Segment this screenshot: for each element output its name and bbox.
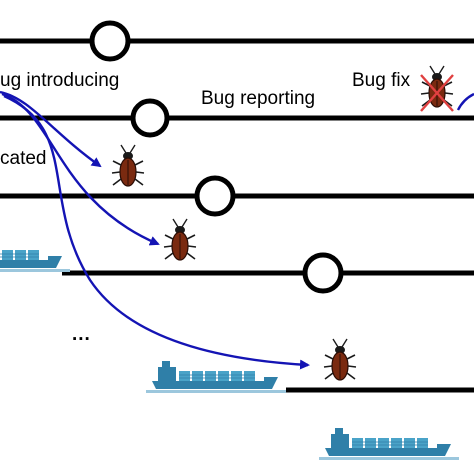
bug-reporting-label: Bug reporting	[201, 88, 315, 109]
milestone-circle-icon	[302, 252, 344, 294]
ship-icon	[318, 427, 460, 461]
milestone-circle-icon	[89, 20, 131, 62]
milestones	[89, 20, 344, 294]
timelines	[0, 38, 474, 393]
bug-introducing-label: ug introducing	[0, 70, 119, 91]
top-fragment-label: l	[0, 6, 1, 27]
located-label: cated	[0, 148, 46, 169]
ellipsis-label: ...	[72, 324, 91, 345]
ship-icon	[0, 239, 71, 273]
arrow-to-bug-3	[3, 94, 310, 370]
cross-icon	[420, 74, 454, 112]
bug-icon	[163, 218, 197, 261]
bug-fix-label: Bug fix	[352, 70, 411, 91]
propagation-arrows	[0, 90, 474, 370]
arrow-bug-fix	[456, 92, 474, 111]
ship-icon	[145, 360, 287, 394]
arrow-to-bug-1	[0, 90, 102, 168]
bug-icon	[323, 338, 357, 381]
bug-icon	[111, 144, 145, 187]
milestone-circle-icon	[194, 175, 236, 217]
milestone-circle-icon	[130, 98, 170, 138]
bug-icon	[420, 65, 454, 108]
